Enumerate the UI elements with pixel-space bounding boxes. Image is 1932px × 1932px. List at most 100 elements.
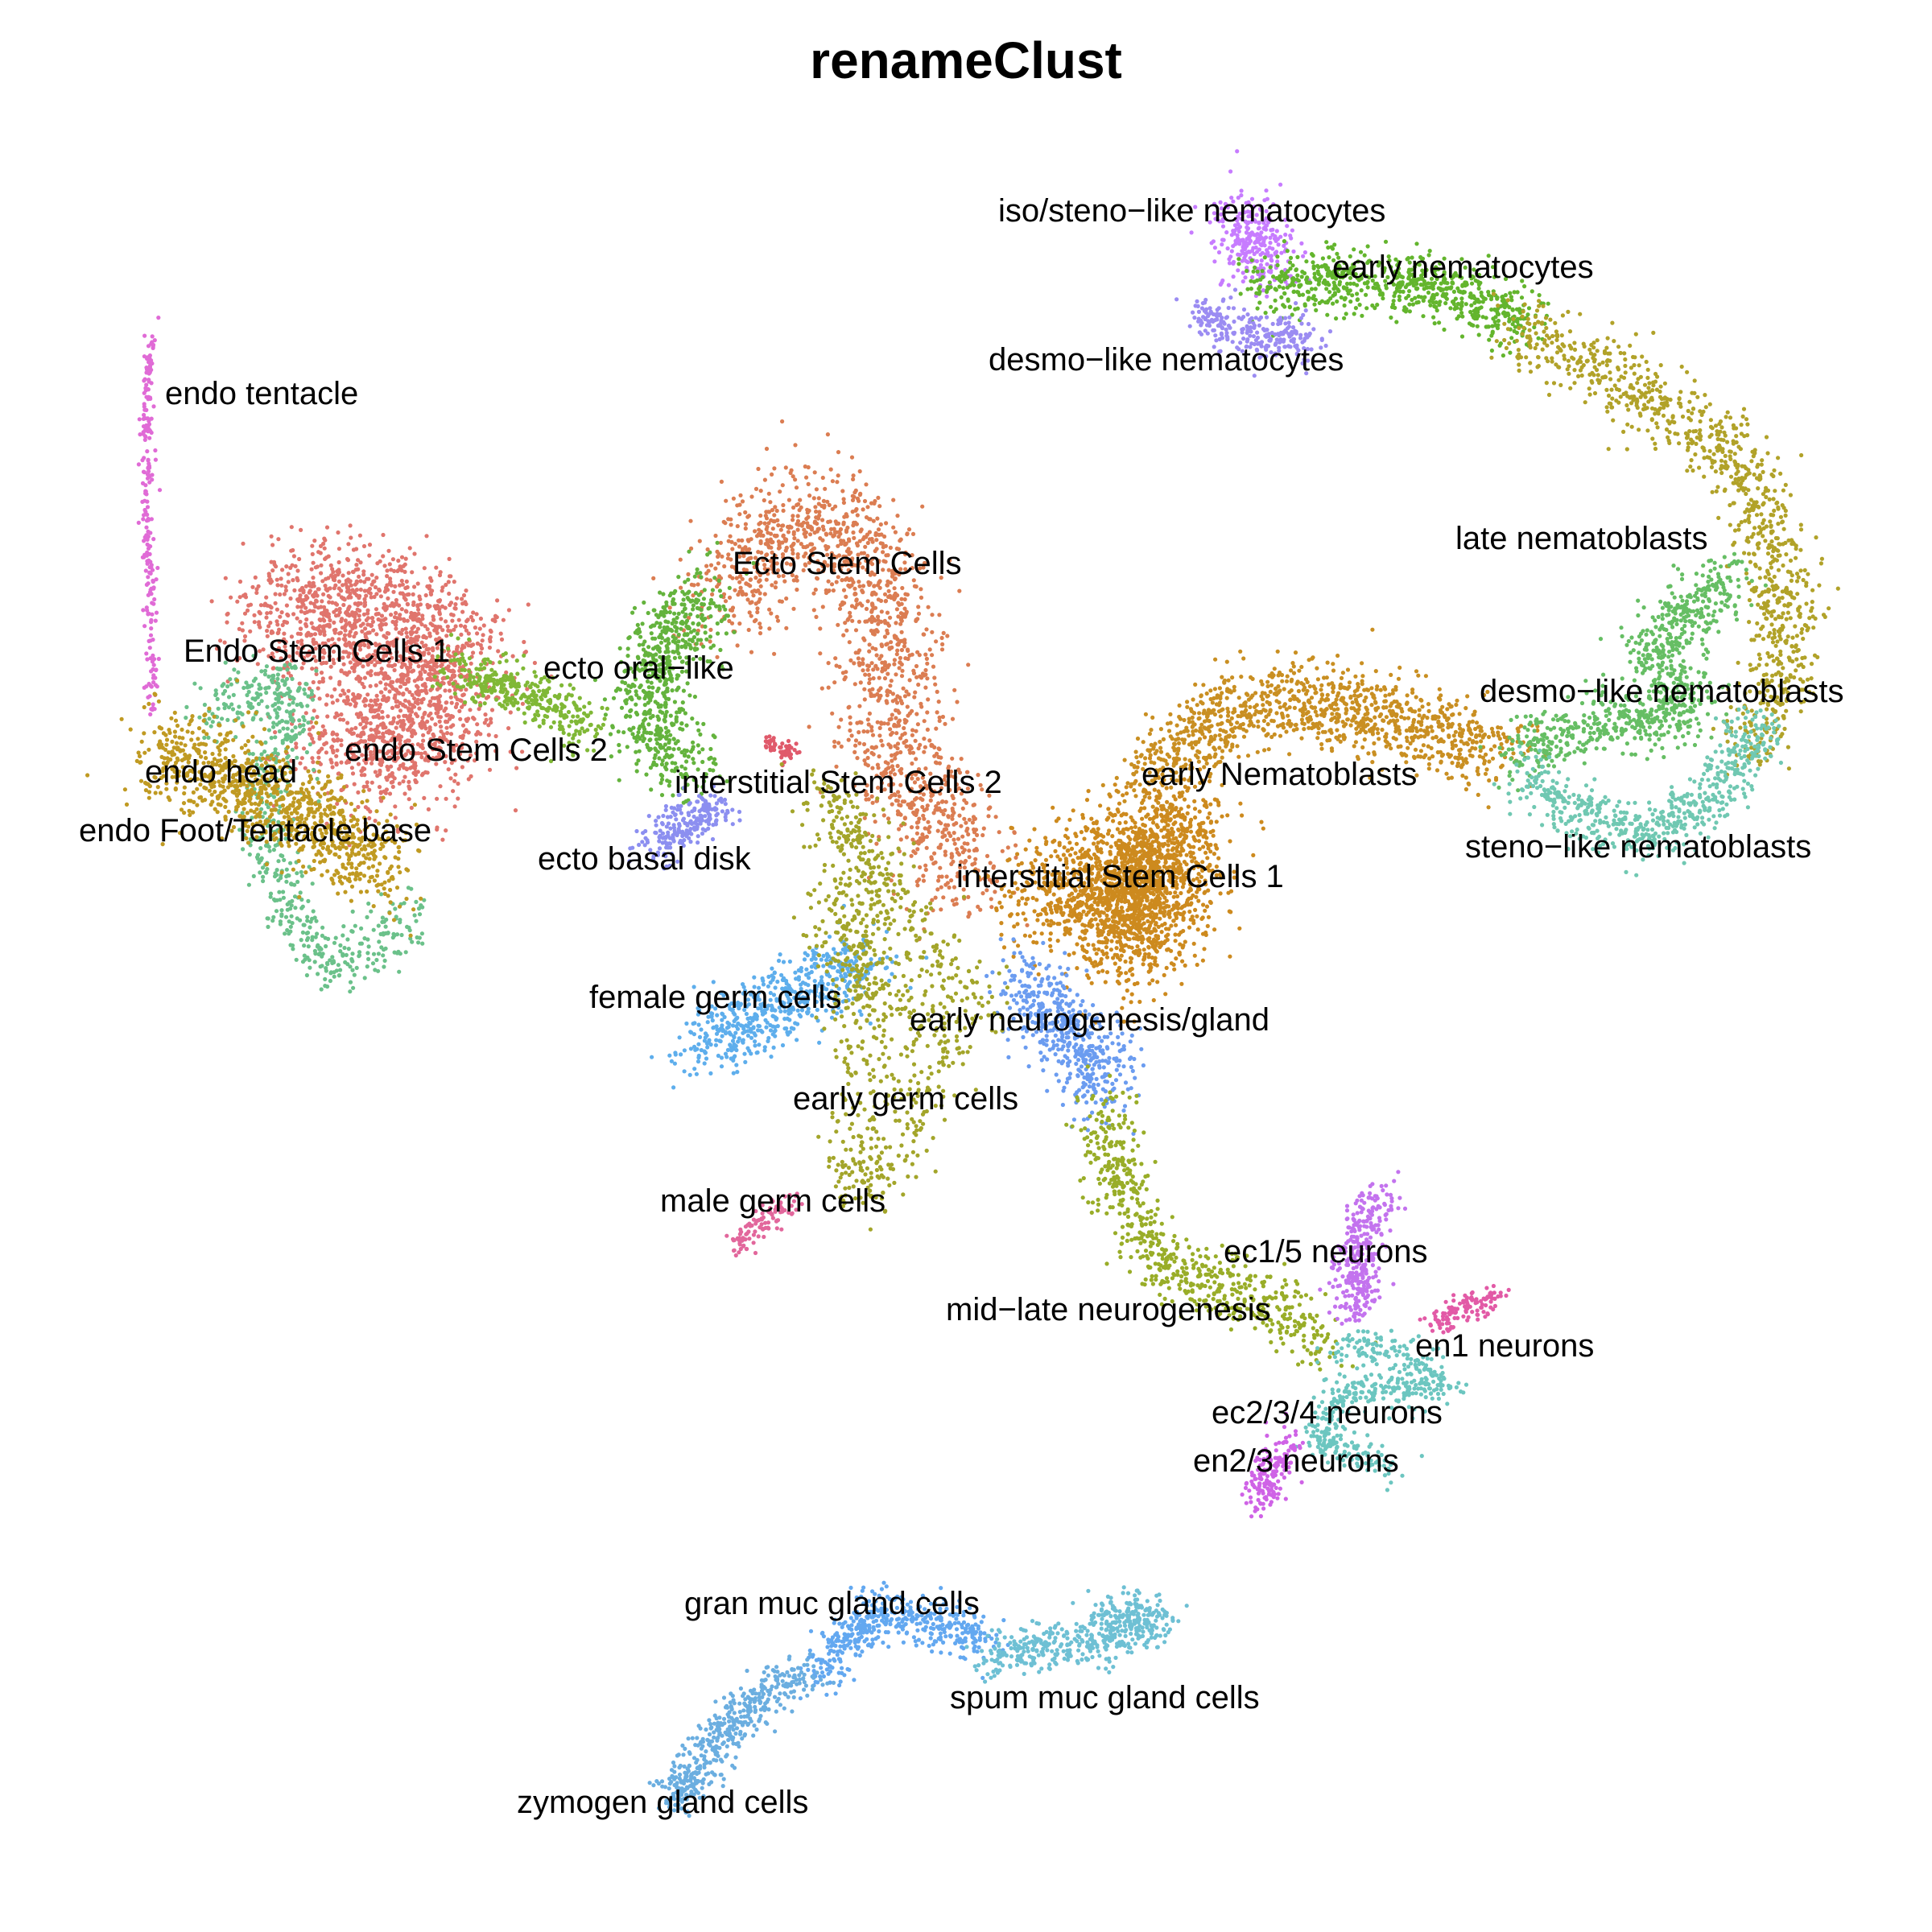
cell-point <box>1752 472 1757 477</box>
cell-point <box>1492 320 1497 324</box>
cell-point <box>1261 237 1266 242</box>
cell-point <box>495 598 500 603</box>
cell-point <box>733 588 737 592</box>
cell-point <box>1631 386 1636 390</box>
cell-point <box>894 607 899 612</box>
cell-point <box>902 740 906 745</box>
cell-point <box>1550 341 1554 345</box>
cell-point <box>1582 344 1587 349</box>
cell-point <box>852 749 857 755</box>
cell-point <box>893 530 898 535</box>
cell-point <box>799 505 803 510</box>
cell-point <box>1503 276 1509 282</box>
cell-point <box>845 525 850 530</box>
cell-point <box>816 496 821 501</box>
cell-point <box>753 529 758 534</box>
cell-point <box>798 497 803 502</box>
cell-point <box>1252 233 1257 237</box>
cell-point <box>686 572 691 577</box>
cell-point <box>1628 343 1633 348</box>
cell-point <box>368 720 373 726</box>
cell-point <box>145 512 150 518</box>
cell-point <box>1587 392 1592 397</box>
cell-point <box>882 676 888 681</box>
cell-point <box>1712 459 1717 464</box>
cell-point <box>1231 199 1236 204</box>
cell-point <box>888 727 893 732</box>
cell-point <box>981 826 986 831</box>
cell-point <box>334 602 340 607</box>
cell-point <box>1649 417 1654 422</box>
cell-point <box>1252 323 1257 328</box>
cell-point <box>762 497 766 503</box>
cell-point <box>891 525 896 530</box>
cell-point <box>972 848 976 852</box>
cell-point <box>955 700 960 704</box>
cell-point <box>361 543 367 549</box>
cell-point <box>915 722 920 727</box>
cell-point <box>1256 226 1261 231</box>
cell-point <box>1783 639 1788 644</box>
cell-point <box>1771 549 1776 554</box>
cell-point <box>921 837 926 842</box>
cell-point <box>867 677 873 682</box>
cell-point <box>1365 244 1370 249</box>
cell-point <box>1480 299 1485 304</box>
cell-point <box>1507 319 1512 324</box>
cell-point <box>1252 204 1257 209</box>
cell-point <box>1769 561 1773 566</box>
cell-point <box>776 522 781 528</box>
cell-point <box>1719 470 1724 476</box>
cell-point <box>1616 378 1621 382</box>
cell-point <box>986 807 991 811</box>
cell-point <box>1679 364 1684 369</box>
cell-point <box>237 626 242 632</box>
cell-point <box>863 619 868 624</box>
cell-point <box>697 539 702 543</box>
cell-point <box>1514 338 1519 343</box>
cell-point <box>944 874 949 879</box>
cell-point <box>1266 269 1271 274</box>
cell-point <box>1279 295 1284 299</box>
cell-point <box>145 355 151 360</box>
cell-point <box>362 773 367 778</box>
cell-point <box>923 826 927 831</box>
cell-point <box>1282 243 1286 248</box>
cell-point <box>836 535 841 539</box>
cell-point <box>1220 224 1226 229</box>
cell-point <box>481 633 485 638</box>
cell-point <box>1524 355 1529 360</box>
cell-point <box>916 605 921 609</box>
cell-point <box>1623 363 1628 369</box>
cell-point <box>1743 510 1748 514</box>
cell-point <box>303 584 308 588</box>
cell-point <box>1810 605 1814 610</box>
cell-point <box>1265 285 1270 290</box>
cell-point <box>909 745 914 751</box>
cell-point <box>1814 535 1818 540</box>
cell-point <box>417 706 422 711</box>
cell-point <box>1339 295 1344 300</box>
cell-point <box>458 623 464 628</box>
cell-point <box>914 675 919 679</box>
cell-point <box>791 606 796 611</box>
cell-point <box>136 462 141 467</box>
cell-point <box>1757 656 1763 662</box>
cell-point <box>841 500 846 506</box>
cell-point <box>1703 393 1707 398</box>
cell-point <box>997 830 1001 835</box>
cell-point <box>520 701 526 706</box>
cell-point <box>1215 308 1220 312</box>
cell-point <box>795 514 800 518</box>
cell-point <box>936 746 941 751</box>
cell-point <box>1540 347 1545 352</box>
cell-point <box>1744 571 1749 576</box>
cell-point <box>1772 508 1777 514</box>
cell-point <box>791 531 796 537</box>
cell-point <box>146 612 151 617</box>
cell-point <box>762 477 768 482</box>
cell-point <box>1336 288 1341 294</box>
cell-point <box>1796 575 1801 580</box>
cell-point <box>386 714 390 719</box>
cell-point <box>935 689 939 695</box>
